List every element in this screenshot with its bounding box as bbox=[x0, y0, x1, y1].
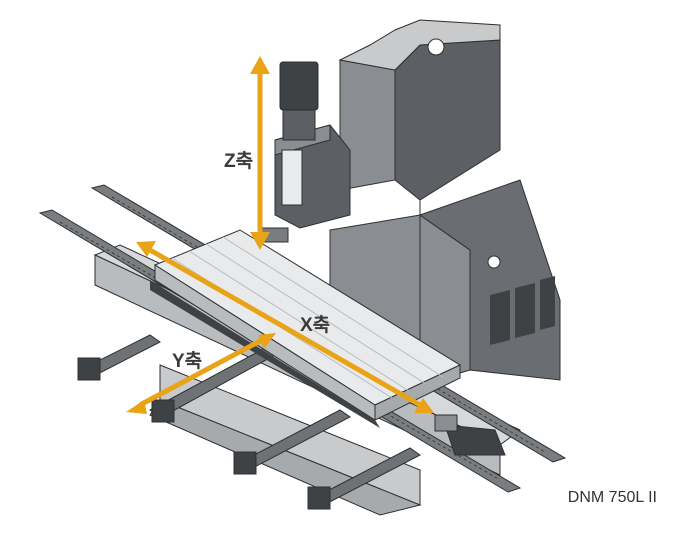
spindle-head bbox=[261, 61, 351, 243]
z-axis-arrow bbox=[250, 56, 270, 250]
x-axis-label: X축 bbox=[300, 315, 331, 336]
y-axis-label: Y축 bbox=[172, 351, 203, 372]
z-axis-label: Z축 bbox=[224, 151, 254, 172]
model-name: DNM 750L II bbox=[567, 489, 657, 506]
y-axis-arrow bbox=[126, 333, 276, 414]
x-axis-arrow bbox=[136, 241, 434, 413]
x-servo-motor bbox=[434, 414, 506, 456]
cross-rails bbox=[77, 334, 421, 510]
